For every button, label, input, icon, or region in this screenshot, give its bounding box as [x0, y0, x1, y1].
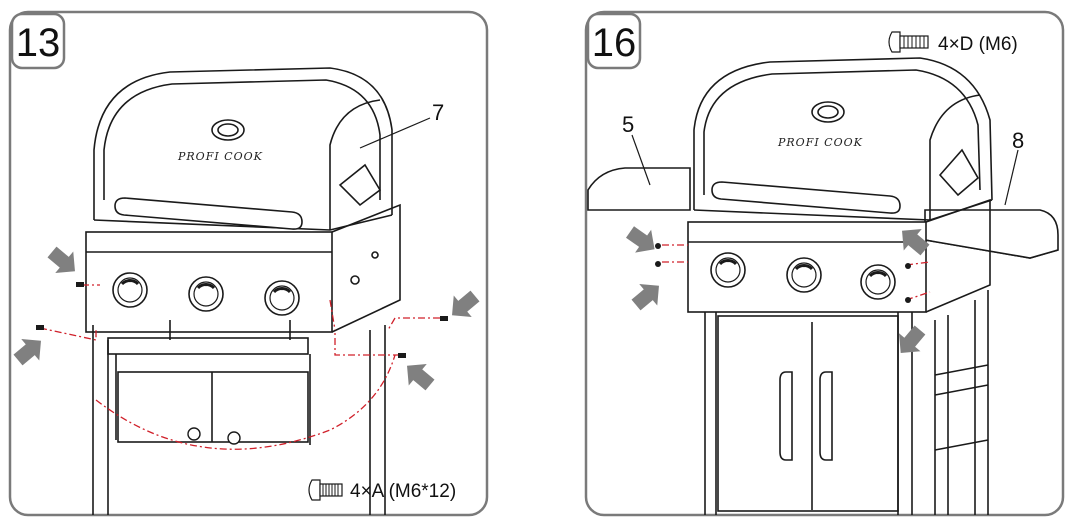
step-number: 16 [592, 21, 637, 65]
callout-label: 8 [1012, 128, 1024, 153]
hardware-text: 4×A (M6*12) [350, 481, 456, 502]
hardware-legend: 4×D (M6) [888, 31, 1018, 55]
screw-icon [888, 31, 929, 53]
step-badge: 13 [10, 12, 66, 70]
callout-label: 5 [622, 112, 634, 137]
side-shelves [587, 167, 1059, 259]
screw-icon [36, 282, 448, 358]
grill-lid [93, 67, 393, 231]
panel-step-13: 13 PROFI COOK [8, 10, 489, 517]
callout-label: 7 [432, 100, 444, 125]
brand-logo: PROFI COOK [777, 136, 863, 149]
step-number: 13 [16, 21, 61, 65]
assembly-guides [39, 284, 440, 450]
screw-icon [655, 243, 911, 303]
grill-lid [693, 57, 993, 221]
hardware-legend: 4×A (M6*12) [308, 479, 456, 502]
step-badge: 16 [586, 12, 642, 70]
brand-logo: PROFI COOK [177, 150, 263, 163]
hardware-text: 4×D (M6) [938, 34, 1018, 55]
panel-step-16: 16 4×D (M6) PROFI C [584, 10, 1065, 517]
screw-icon [308, 479, 343, 501]
